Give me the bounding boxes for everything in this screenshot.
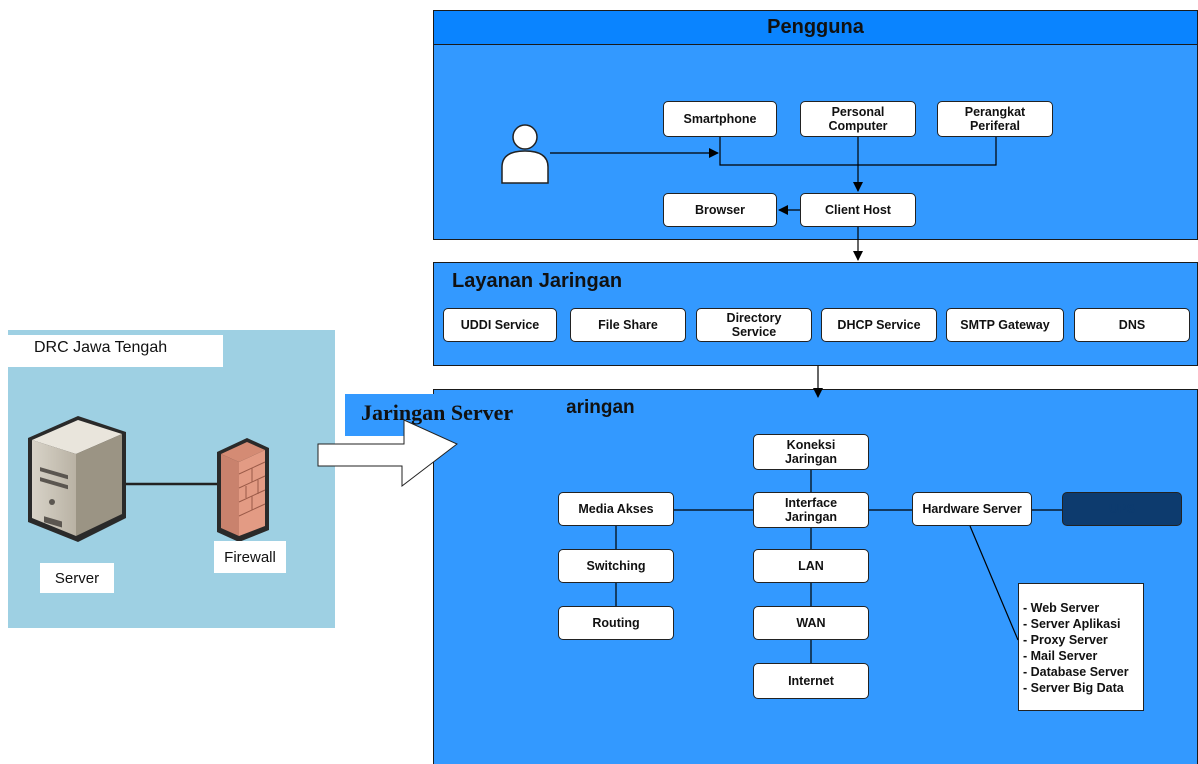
lan-node: LAN — [753, 549, 869, 583]
ups-node: UPS — [1062, 492, 1182, 526]
jaringan-title-partial: aringan — [566, 397, 635, 418]
service-uddi: UDDI Service — [443, 308, 557, 342]
server-list-item: - Mail Server — [1023, 649, 1098, 663]
server-list-item: - Server Big Data — [1023, 681, 1124, 695]
user-icon — [501, 124, 549, 184]
server-icon — [28, 416, 126, 542]
jaringan-server-overlay-title: Jaringan Server — [345, 394, 567, 436]
service-dns: DNS — [1074, 308, 1190, 342]
server-caption: Server — [40, 563, 114, 593]
firewall-icon — [217, 438, 269, 542]
interface-jaringan-node: Interface Jaringan — [753, 492, 869, 528]
service-file-share: File Share — [570, 308, 686, 342]
routing-node: Routing — [558, 606, 674, 640]
koneksi-jaringan-node: Koneksi Jaringan — [753, 434, 869, 470]
internet-node: Internet — [753, 663, 869, 699]
wan-node: WAN — [753, 606, 869, 640]
server-list-box: - Web Server - Server Aplikasi - Proxy S… — [1018, 583, 1144, 711]
switching-node: Switching — [558, 549, 674, 583]
pengguna-header: Pengguna — [433, 10, 1198, 45]
drc-title: DRC Jawa Tengah — [8, 335, 223, 367]
server-list-item: - Database Server — [1023, 665, 1129, 679]
server-list-item: - Server Aplikasi — [1023, 617, 1121, 631]
pengguna-title: Pengguna — [767, 16, 864, 38]
service-dhcp: DHCP Service — [821, 308, 937, 342]
personal-computer-node: Personal Computer — [800, 101, 916, 137]
perangkat-periferal-node: Perangkat Periferal — [937, 101, 1053, 137]
media-akses-node: Media Akses — [558, 492, 674, 526]
layanan-panel — [433, 262, 1198, 366]
hardware-server-node: Hardware Server — [912, 492, 1032, 526]
server-list-item: - Web Server — [1023, 601, 1100, 615]
server-list-item: - Proxy Server — [1023, 633, 1108, 647]
layanan-title: Layanan Jaringan — [452, 270, 623, 292]
firewall-caption: Firewall — [214, 541, 286, 573]
service-smtp-gateway: SMTP Gateway — [946, 308, 1064, 342]
service-directory: Directory Service — [696, 308, 812, 342]
smartphone-node: Smartphone — [663, 101, 777, 137]
client-host-node: Client Host — [800, 193, 916, 227]
browser-node: Browser — [663, 193, 777, 227]
